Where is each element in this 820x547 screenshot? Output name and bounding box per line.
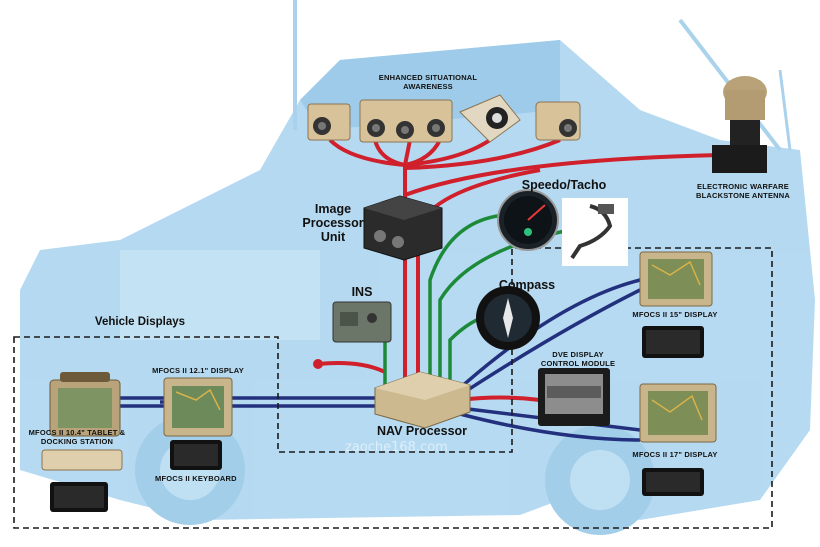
image-processor-unit [363,195,443,261]
label-esa: ENHANCED SITUATIONAL AWARENESS [378,73,478,91]
speed-sensor [562,198,628,266]
watermark: zaoche168.com [345,440,448,455]
mfocs-10-tablet [49,372,121,437]
keyboard-10 [50,482,108,512]
label-dve: DVE DISPLAY CONTROL MODULE [540,350,616,368]
dashed-frames [13,247,773,529]
mfocs-15-display [639,251,713,307]
label-mfocs-12: MFOCS II 12.1" DISPLAY [152,366,244,375]
label-ins: INS [351,285,373,299]
label-mfocs-10: MFOCS II 10.4" TABLET & DOCKING STATION [28,428,126,446]
label-mfocs-15: MFOCS II 15" DISPLAY [632,310,718,319]
label-image-processor: Image Processor Unit [302,202,364,244]
label-nav-processor: NAV Processor [376,424,468,438]
keyboard-12 [170,440,222,470]
label-mfocs-17: MFOCS II 17" DISPLAY [632,450,718,459]
label-mfocs-keyboard: MFOCS II KEYBOARD [155,474,237,483]
ins-unit [332,301,392,343]
esa-camera-pod-3 [459,94,521,143]
ew-antenna [712,76,767,173]
docking-station [41,449,123,471]
label-ew-antenna: ELECTRONIC WARFARE BLACKSTONE ANTENNA [695,182,791,200]
mfocs-12-display [163,377,233,437]
speedo-gauge [497,189,559,251]
cable-end-dot [313,359,323,369]
esa-camera-pod-2 [359,99,453,143]
mfocs-17-display [639,383,717,443]
esa-camera-pod-4 [535,101,581,141]
label-vehicle-displays: Vehicle Displays [94,316,186,328]
label-speedo: Speedo/Tacho [521,178,607,192]
esa-camera-pod-1 [307,103,351,141]
dve-display-module [538,368,610,426]
keyboard-17 [642,468,704,496]
compass-unit [476,286,540,350]
keyboard-15 [642,326,704,358]
label-compass: Compass [498,278,556,292]
nav-processor-unit [374,371,471,429]
